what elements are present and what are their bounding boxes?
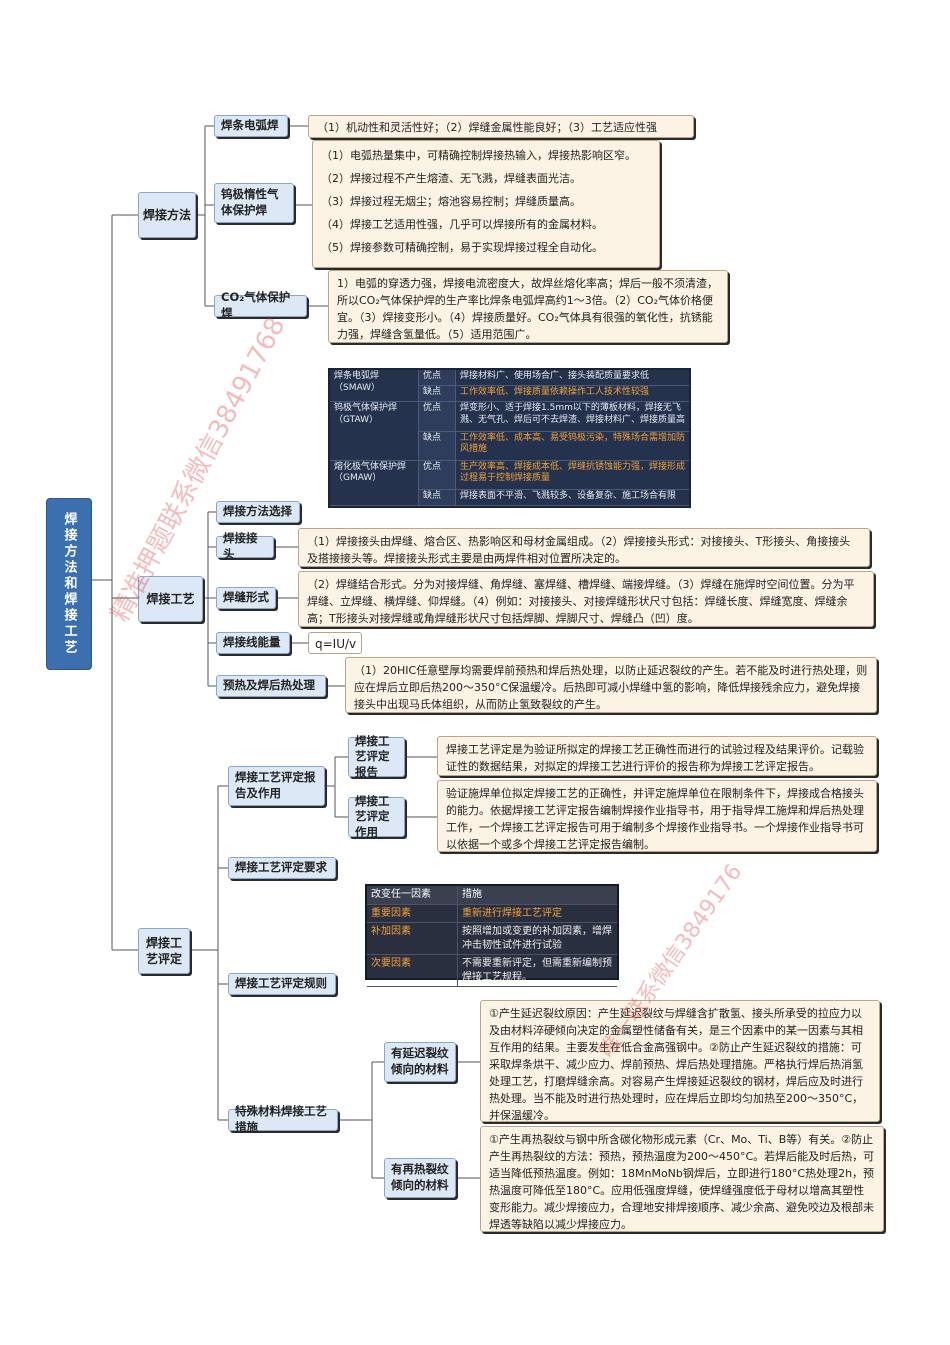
table-con: 工作效率低、成本高、易受钨极污染，特殊场合需增加防风措施	[455, 431, 689, 461]
note-smaw: （1）机动性和灵活性好；（2）焊缝金属性能良好；（3）工艺适应性强	[308, 115, 694, 138]
pro-label: 优点	[418, 460, 456, 490]
note-co2: 1）电弧的穿透力强，焊接电流密度大，故焊丝熔化率高；焊后一般不须清渣，所以CO₂…	[328, 270, 728, 343]
rules-table: 改变任一因素措施 重要因素重新进行焊接工艺评定 补加因素按照增加或变更的补加因素…	[365, 884, 619, 987]
node-special[interactable]: 特殊材料焊接工艺措施	[228, 1104, 338, 1134]
node-co2[interactable]: CO₂气体保护焊	[214, 290, 307, 320]
node-requirement[interactable]: 焊接工艺评定要求	[228, 857, 336, 879]
table-method: 熔化极气体保护焊（GMAW）	[330, 460, 419, 507]
rules-action: 重新进行焊接工艺评定	[457, 904, 617, 923]
table-pro: 焊变形小、适于焊接1.5mm以下的薄板材料，焊接无飞溅、无气孔、焊后可不去焊渣、…	[455, 401, 689, 432]
note-delayed-crack: ①产生延迟裂纹原因：产生延迟裂纹与焊缝含扩散氢、接头所承受的拉应力以及由材料淬硬…	[480, 1000, 880, 1122]
node-gtaw[interactable]: 钨极惰性气体保护焊	[214, 183, 294, 223]
note-evaluation-report: 焊接工艺评定是为验证所拟定的焊接工艺正确性而进行的试验过程及结果评价。记载验证性…	[437, 736, 877, 776]
node-delayed-crack[interactable]: 有延迟裂纹倾向的材料	[384, 1042, 456, 1082]
rules-action: 按照增加或变更的补加因素，增焊冲击韧性试件进行试验	[457, 922, 617, 955]
node-heat-input[interactable]: 焊接线能量	[216, 632, 290, 654]
node-method-selection[interactable]: 焊接方法选择	[216, 501, 300, 523]
table-method: 钨极气体保护焊（GTAW）	[330, 401, 419, 461]
gtaw-item: （5）焊接参数可精确控制，易于实现焊接过程全自动化。	[321, 241, 603, 255]
note-reheat-crack: ①产生再热裂纹与钢中所含碳化物形成元素（Cr、Mo、Ti、B等）有关。②防止产生…	[480, 1126, 884, 1232]
con-label: 缺点	[418, 385, 456, 403]
note-evaluation-role: 验证施焊单位拟定焊接工艺的正确性，并评定施焊单位在限制条件下，焊接成合格接头的能…	[437, 780, 877, 852]
rules-header: 改变任一因素	[367, 886, 458, 905]
rules-factor: 重要因素	[367, 904, 458, 923]
root-node[interactable]: 焊接方法和焊接工艺	[46, 498, 92, 670]
node-joint[interactable]: 焊接接头	[216, 531, 274, 561]
node-reheat-crack[interactable]: 有再热裂纹倾向的材料	[384, 1158, 456, 1198]
table-pro: 焊接材料广、使用场合广、接头装配质量要求低	[455, 370, 689, 387]
node-welding-methods[interactable]: 焊接方法	[138, 192, 196, 238]
table-con: 工作效率低、焊接质量依赖操作工人技术性较强	[455, 385, 689, 403]
rules-header: 措施	[457, 886, 617, 905]
node-welding-process[interactable]: 焊接工艺	[138, 576, 203, 622]
rules-factor: 补加因素	[367, 922, 458, 955]
node-seam[interactable]: 焊缝形式	[216, 587, 276, 609]
gtaw-item: （4）焊接工艺适用性强，几乎可以焊接所有的金属材料。	[321, 218, 603, 232]
node-evaluation-role[interactable]: 焊接工艺评定作用	[348, 794, 405, 839]
method-selection-table: 焊条电弧焊（SMAW） 优点 焊接材料广、使用场合广、接头装配质量要求低 缺点 …	[328, 368, 691, 508]
table-con: 焊接表面不平滑、飞溅较多、设备复杂、施工场合有限	[455, 489, 689, 507]
node-preheat[interactable]: 预热及焊后热处理	[216, 675, 326, 697]
note-heat-input: q=IU/v	[308, 632, 362, 654]
note-preheat: （1）20HIC任意壁厚均需要焊前预热和焊后热处理，以防止延迟裂纹的产生。若不能…	[345, 657, 877, 713]
gtaw-item: （2）焊接过程不产生熔渣、无飞溅，焊缝表面光洁。	[321, 172, 581, 186]
note-seam: （2）焊缝结合形式。分为对接焊缝、角焊缝、塞焊缝、槽焊缝、端接焊缝。（3）焊缝在…	[298, 571, 874, 627]
note-joint: （1）焊接接头由焊缝、熔合区、热影响区和母材金属组成。（2）焊接接头形式：对接接…	[298, 528, 870, 567]
gtaw-item: （1）电弧热量集中，可精确控制焊接热输入，焊接热影响区窄。	[321, 149, 636, 162]
node-rules[interactable]: 焊接工艺评定规则	[228, 973, 336, 995]
node-smaw[interactable]: 焊条电弧焊	[214, 115, 288, 137]
pro-label: 优点	[418, 401, 456, 432]
con-label: 缺点	[418, 431, 456, 461]
node-evaluation-report[interactable]: 焊接工艺评定报告	[348, 734, 405, 779]
table-pro: 生产效率高、焊接成本低、焊缝抗锈蚀能力强，焊接形成过程易于控制焊接质量	[455, 460, 689, 490]
note-gtaw: （1）电弧热量集中，可精确控制焊接热输入，焊接热影响区窄。 （2）焊接过程不产生…	[312, 140, 660, 268]
node-evaluation[interactable]: 焊接工艺评定	[138, 928, 190, 974]
rules-action: 不需要重新评定，但需重新编制预焊接工艺规程。	[457, 954, 617, 987]
table-method: 焊条电弧焊（SMAW）	[330, 370, 419, 403]
rules-factor: 次要因素	[367, 954, 458, 987]
gtaw-item: （3）焊接过程无烟尘；熔池容易控制；焊缝质量高。	[321, 195, 581, 209]
con-label: 缺点	[418, 489, 456, 507]
node-report-role[interactable]: 焊接工艺评定报告及作用	[228, 766, 325, 806]
pro-label: 优点	[418, 370, 456, 387]
